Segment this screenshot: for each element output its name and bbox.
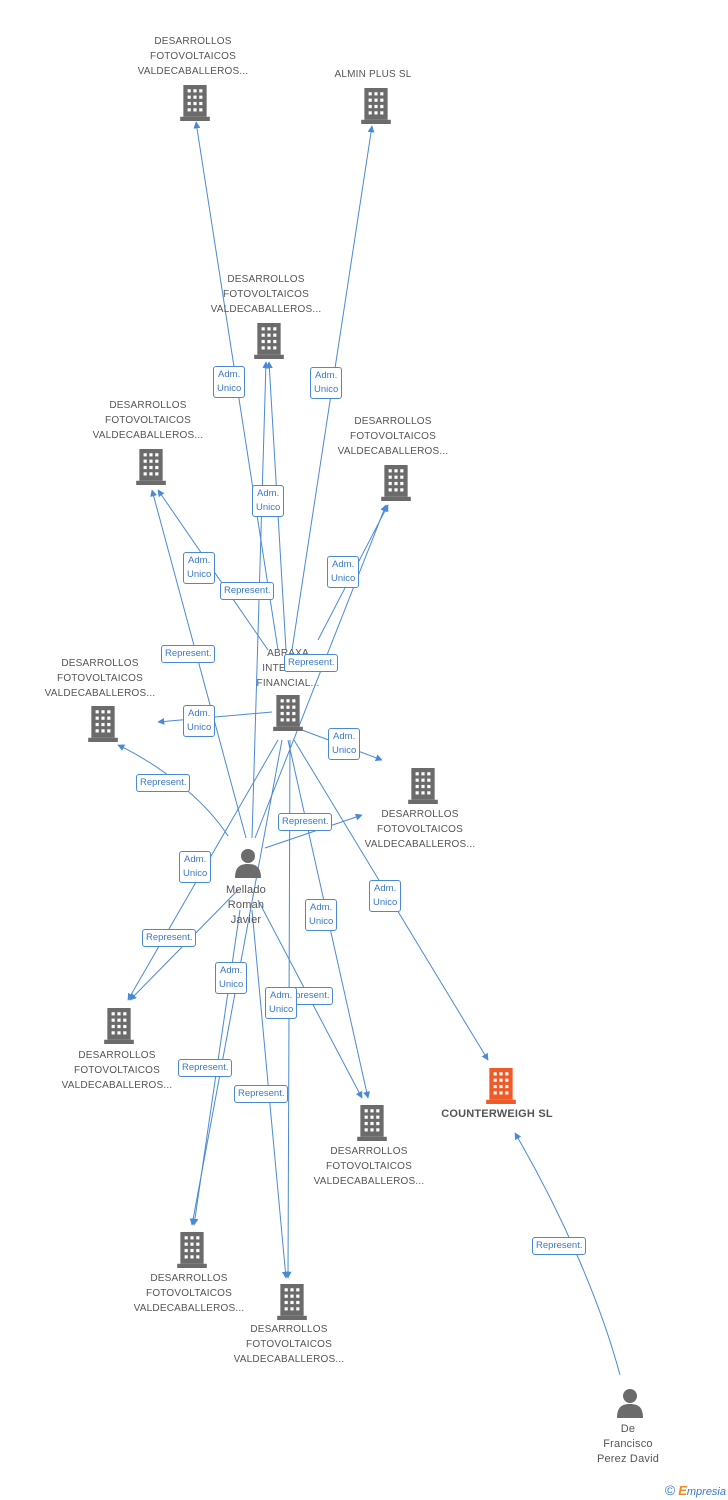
- edge-label: Adm. Unico: [328, 728, 361, 760]
- company-label[interactable]: DESARROLLOS FOTOVOLTAICOS VALDECABALLERO…: [137, 36, 249, 77]
- edge-label: Adm. Unico: [183, 705, 216, 737]
- edge-label: Adm. Unico: [252, 485, 285, 517]
- edge-label: Represent.: [284, 654, 339, 672]
- edge-label: Adm. Unico: [179, 851, 212, 883]
- edge-label: Represent.: [278, 813, 333, 831]
- company-label[interactable]: DESARROLLOS FOTOVOLTAICOS VALDECABALLERO…: [133, 1273, 245, 1314]
- edge-label: Adm. Unico: [213, 366, 246, 398]
- edge-label: Represent.: [532, 1237, 587, 1255]
- edge-label: Represent.: [220, 582, 275, 600]
- person-label[interactable]: Mellado Roman Javier: [226, 884, 266, 926]
- company-label[interactable]: DESARROLLOS FOTOVOLTAICOS VALDECABALLERO…: [364, 809, 476, 850]
- edge-label: Adm. Unico: [305, 899, 338, 931]
- company-label[interactable]: COUNTERWEIGH SL: [441, 1108, 553, 1120]
- company-label[interactable]: DESARROLLOS FOTOVOLTAICOS VALDECABALLERO…: [92, 400, 204, 441]
- brand-logo[interactable]: © Empresia: [665, 1482, 726, 1498]
- edge: [251, 361, 270, 839]
- edge-label: Represent.: [136, 774, 191, 792]
- building-icon[interactable]: [408, 768, 438, 804]
- building-icon[interactable]: [254, 323, 284, 359]
- edge-label: Adm. Unico: [310, 367, 343, 399]
- building-icon[interactable]: [486, 1068, 516, 1104]
- company-label[interactable]: DESARROLLOS FOTOVOLTAICOS VALDECABALLERO…: [337, 416, 449, 457]
- edge-label: Adm. Unico: [183, 552, 216, 584]
- person-label[interactable]: De Francisco Perez David: [596, 1423, 660, 1465]
- edge-label: Represent.: [142, 929, 197, 947]
- building-icon[interactable]: [381, 465, 411, 501]
- company-label[interactable]: DESARROLLOS FOTOVOLTAICOS VALDECABALLERO…: [233, 1324, 345, 1365]
- edge-label: Represent.: [234, 1085, 289, 1103]
- person-icon[interactable]: [616, 1388, 644, 1418]
- building-icon[interactable]: [357, 1105, 387, 1141]
- company-label[interactable]: DESARROLLOS FOTOVOLTAICOS VALDECABALLERO…: [313, 1146, 425, 1187]
- building-icon[interactable]: [88, 706, 118, 742]
- brand-name: mpresia: [686, 1486, 726, 1498]
- building-icon[interactable]: [104, 1008, 134, 1044]
- edge-label: Represent.: [161, 645, 216, 663]
- edge: [264, 813, 363, 849]
- edge-label: Adm. Unico: [327, 556, 360, 588]
- company-label[interactable]: DESARROLLOS FOTOVOLTAICOS VALDECABALLERO…: [44, 658, 156, 699]
- company-label[interactable]: DESARROLLOS FOTOVOLTAICOS VALDECABALLERO…: [61, 1050, 173, 1091]
- building-icon[interactable]: [136, 449, 166, 485]
- brand-mark: E: [678, 1483, 687, 1498]
- building-icon[interactable]: [277, 1284, 307, 1320]
- person-icon[interactable]: [234, 848, 262, 878]
- company-label[interactable]: DESARROLLOS FOTOVOLTAICOS VALDECABALLERO…: [210, 274, 322, 315]
- edge: [150, 489, 247, 839]
- building-icon[interactable]: [180, 85, 210, 121]
- copyright-icon: ©: [664, 1482, 676, 1498]
- building-icon[interactable]: [177, 1232, 207, 1268]
- edge-label: Adm. Unico: [369, 880, 402, 912]
- edge-label: Represent.: [178, 1059, 233, 1077]
- edge-label: Adm. Unico: [215, 962, 248, 994]
- building-icon[interactable]: [273, 695, 303, 731]
- edge-label: Adm. Unico: [265, 987, 298, 1019]
- building-icon[interactable]: [361, 88, 391, 124]
- company-label[interactable]: ALMIN PLUS SL: [334, 69, 412, 80]
